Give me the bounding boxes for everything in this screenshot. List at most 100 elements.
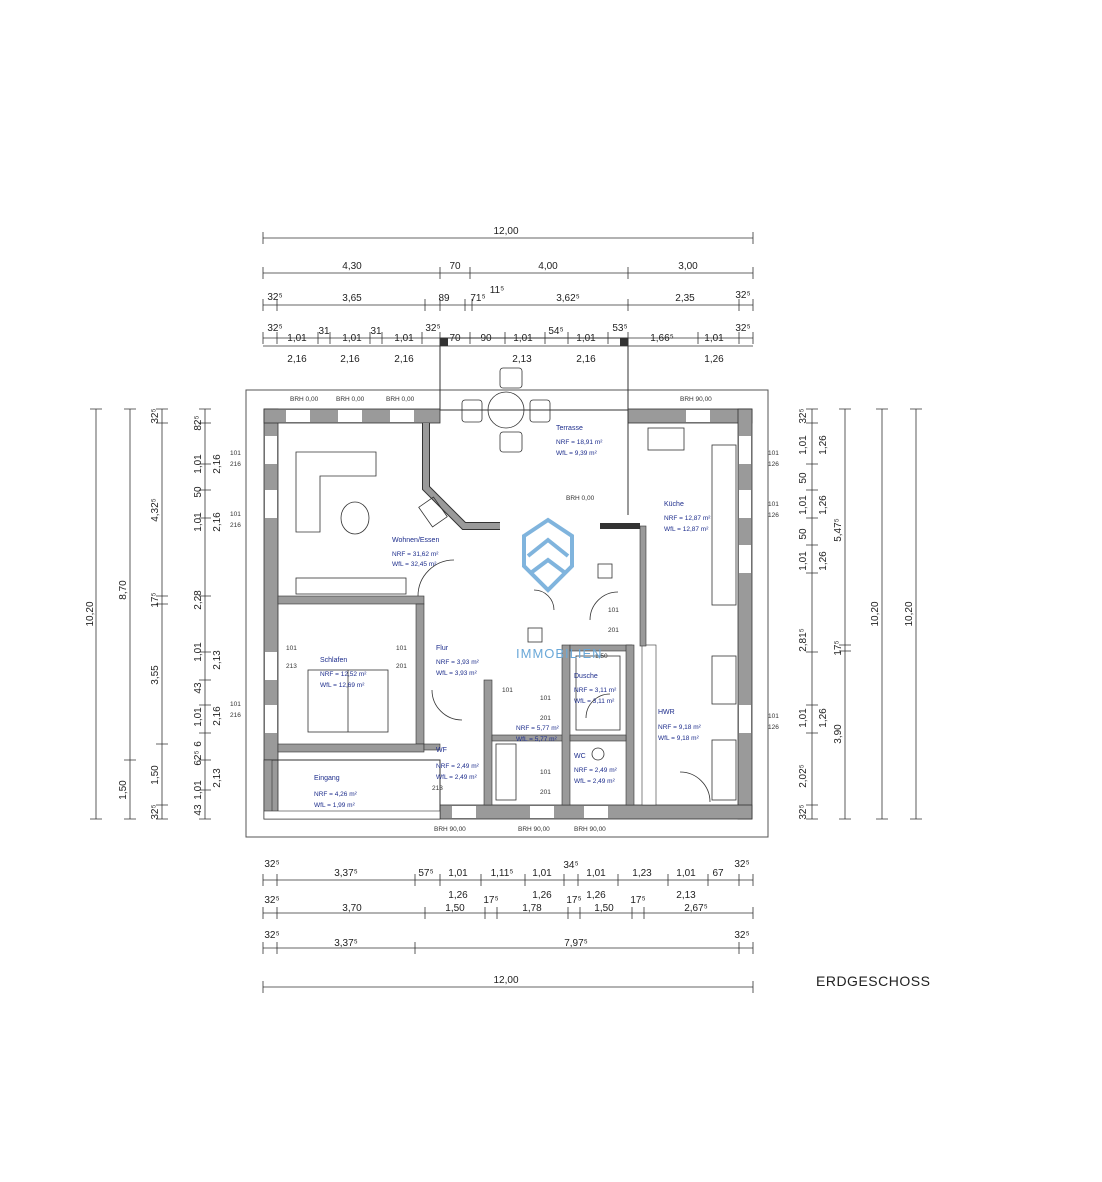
right-dimensions — [806, 408, 922, 820]
room-wfl: WfL = 2,49 m² — [436, 774, 478, 781]
dim-label: 1,01 — [193, 707, 204, 727]
dim-label: 3,37⁵ — [334, 868, 358, 879]
dim-label: 31 — [318, 326, 330, 337]
dim-label: 1,01 — [798, 435, 809, 455]
dim-label: 1,26 — [818, 495, 829, 515]
brh-label: BRH 90,00 — [434, 826, 466, 833]
dim-label: 1,01 — [448, 868, 468, 879]
dim-label: 2,16 — [212, 512, 223, 532]
room-bad: NRF = 5,77 m² WfL = 5,77 m² — [516, 725, 560, 743]
opening-label: 101 — [768, 501, 779, 508]
room-nrf: NRF = 12,52 m² — [320, 671, 367, 678]
brh-label: BRH 90,00 — [574, 826, 606, 833]
dim-label: 17⁵ — [150, 592, 161, 607]
brh-label: BRH 90,00 — [680, 396, 712, 403]
left-dimensions — [90, 408, 211, 820]
dim-label: 1,26 — [448, 890, 468, 901]
dim-label: 32⁵ — [264, 895, 279, 906]
room-flur: Flur NRF = 3,93 m² WfL = 3,93 m² — [436, 645, 480, 677]
opening-label: 201 — [540, 789, 551, 796]
room-name: WC — [574, 753, 586, 760]
dim-label: 53⁵ — [612, 323, 627, 334]
dim-label: 3,65 — [342, 293, 362, 304]
dim-label: 43 — [193, 682, 204, 694]
dim-label: 1,01 — [704, 333, 724, 344]
dim-label: 2,67⁵ — [684, 903, 708, 914]
dim-label: 1,01 — [676, 868, 696, 879]
dim-label: 1,01 — [586, 868, 606, 879]
dim-label: 2,16 — [212, 454, 223, 474]
dim-label: 1,01 — [798, 495, 809, 515]
dim-label: 3,00 — [678, 261, 698, 272]
room-nrf: NRF = 5,77 m² — [516, 725, 560, 732]
room-wfl: WfL = 1,99 m² — [314, 802, 356, 809]
room-labels: Wohnen/Essen NRF = 31,62 m² WfL = 32,45 … — [314, 425, 711, 809]
dim-label: 1,11⁵ — [491, 868, 514, 879]
dim-label: 4,00 — [538, 261, 558, 272]
room-nrf: NRF = 12,87 m² — [664, 515, 711, 522]
dim-label: 3,70 — [342, 903, 362, 914]
dim-label: 50 — [798, 472, 809, 484]
dim-label: 2,16 — [340, 354, 360, 365]
dim-label: 32⁵ — [150, 408, 161, 423]
dim-label: 32⁵ — [735, 323, 750, 334]
dim-label: 32⁵ — [264, 859, 279, 870]
room-name: Terrasse — [556, 425, 583, 432]
room-name: Dusche — [574, 673, 598, 680]
dim-label: 71⁵ — [470, 293, 485, 304]
brh-label: BRH 0,00 — [566, 495, 595, 502]
room-name: Eingang — [314, 775, 340, 782]
brh-label: BRH 90,00 — [518, 826, 550, 833]
room-name: Flur — [436, 645, 449, 652]
opening-label: 126 — [768, 512, 779, 519]
opening-label: 216 — [230, 712, 241, 719]
room-nrf: NRF = 2,49 m² — [436, 763, 480, 770]
dim-label: 2,13 — [676, 890, 696, 901]
room-name: Schlafen — [320, 657, 347, 664]
opening-label: 101 — [540, 769, 551, 776]
dim-label: 32⁵ — [150, 804, 161, 819]
dim-label: 2,02⁵ — [798, 764, 809, 788]
dim-label: 67 — [712, 868, 724, 879]
room-wfl: WfL = 9,39 m² — [556, 450, 598, 457]
dim-label: 1,26 — [586, 890, 606, 901]
dim-label: 2,16 — [576, 354, 596, 365]
dim-label: 1,26 — [704, 354, 724, 365]
opening-label: 201 — [540, 715, 551, 722]
dim-label: 32⁵ — [267, 292, 282, 303]
dim-label: 5,47⁵ — [833, 518, 844, 542]
furniture — [295, 367, 737, 803]
opening-labels: BRH 0,00 BRH 0,00 BRH 0,00 BRH 90,00 BRH… — [230, 396, 779, 833]
dim-label: 2,16 — [287, 354, 307, 365]
dim-label: 2,13 — [212, 650, 223, 670]
dim-label: 1,78 — [522, 903, 542, 914]
dim-label: 32⁵ — [425, 323, 440, 334]
opening-label: 216 — [230, 522, 241, 529]
room-wc: WC NRF = 2,49 m² WfL = 2,49 m² — [574, 753, 618, 785]
dim-label: 1,50 — [150, 765, 161, 785]
room-wfl: WfL = 5,77 m² — [516, 736, 558, 743]
room-wf: WF NRF = 2,49 m² WfL = 2,49 m² — [436, 747, 480, 781]
room-wfl: WfL = 3,11 m² — [574, 698, 615, 705]
brh-label: BRH 0,00 — [386, 396, 415, 403]
room-kueche: Küche NRF = 12,87 m² WfL = 12,87 m² — [664, 501, 711, 533]
right-dimension-texts: 32⁵ 1,01 50 1,01 50 1,01 2,81⁵ 1,01 2,02… — [798, 408, 915, 819]
dim-label: 1,26 — [818, 551, 829, 571]
opening-label: 101 — [230, 450, 241, 457]
dim-label: 70 — [449, 261, 461, 272]
opening-label: 201 — [396, 663, 407, 670]
dim-label: 1,01 — [342, 333, 362, 344]
dim-label: 31 — [370, 326, 382, 337]
dim-label: 17⁵ — [833, 640, 844, 655]
opening-label: 213 — [432, 785, 443, 792]
dim-label: 1,01 — [287, 333, 307, 344]
dim-label: 1,01 — [193, 642, 204, 662]
dim-label: 34⁵ — [563, 860, 578, 871]
room-wfl: WfL = 9,18 m² — [658, 735, 700, 742]
room-dusche: Dusche NRF = 3,11 m² WfL = 3,11 m² — [574, 673, 617, 705]
dim-label: 3,37⁵ — [334, 938, 358, 949]
room-nrf: NRF = 4,26 m² — [314, 791, 358, 798]
left-dimension-texts: 10,20 8,70 1,50 32⁵ 4,32⁵ 17⁵ 3,55 1,50 … — [85, 408, 223, 819]
dim-label: 1,01 — [193, 454, 204, 474]
dim-label: 54⁵ — [548, 326, 563, 337]
